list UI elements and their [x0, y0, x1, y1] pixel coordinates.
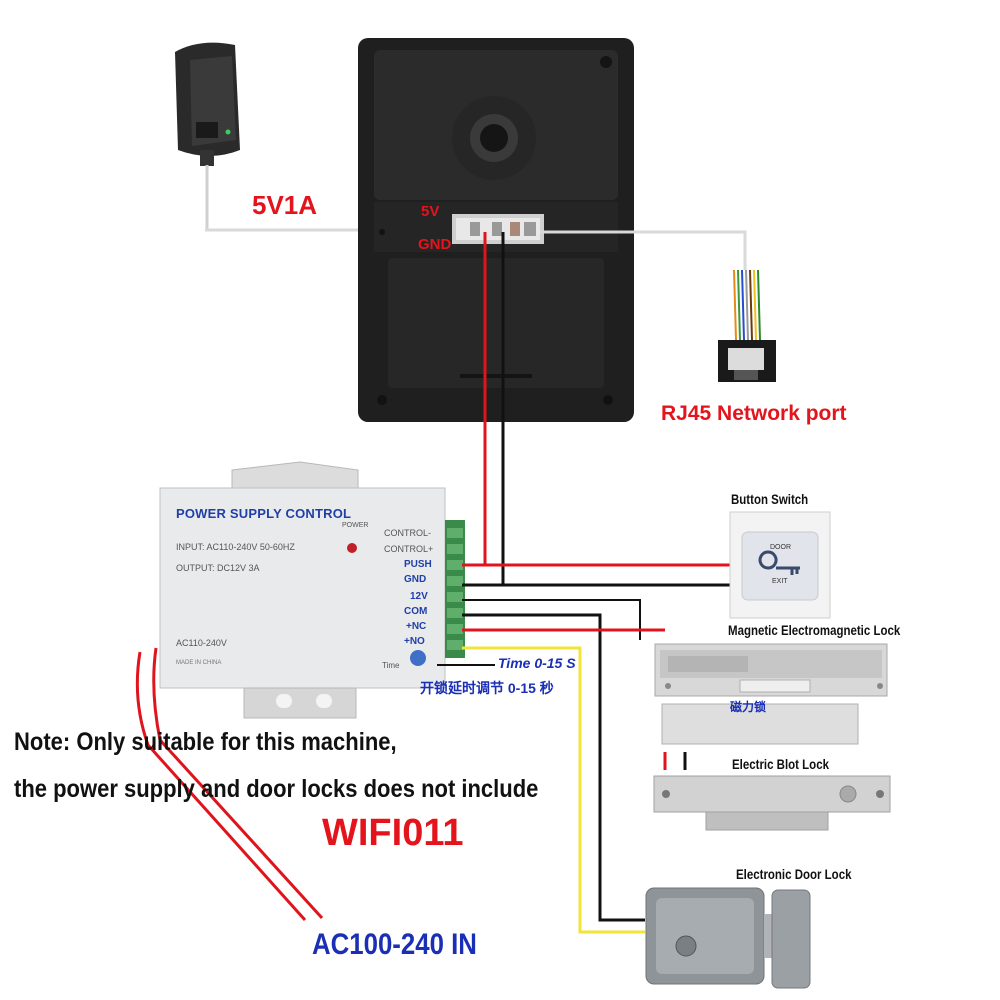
electric-bolt-lock [653, 775, 891, 831]
adapter-voltage-label: 5V1A [252, 190, 318, 220]
pin-5v-label: 5V [421, 203, 440, 220]
terminal-gnd: GND [404, 574, 427, 585]
intercom-unit [358, 38, 634, 422]
rj45-connector [718, 269, 776, 382]
power-supply-box [159, 461, 465, 719]
ac-input-label: AC100-240 IN [312, 928, 477, 961]
psu-made-in: MADE IN CHINA [176, 660, 222, 666]
button-switch-label: Button Switch [731, 491, 809, 507]
button-face-top: DOOR [770, 544, 791, 551]
psu-output-spec: OUTPUT: DC12V 3A [176, 563, 260, 573]
terminal-control-minus: CONTROL- [384, 528, 431, 538]
wire-12v [462, 599, 641, 640]
ac-wire-1 [152, 647, 324, 920]
exit-button-switch [729, 511, 831, 619]
terminal-push: PUSH [404, 559, 432, 570]
note-line-2: the power supply and door locks does not… [14, 775, 539, 803]
wire-com [462, 613, 645, 922]
psu-ac-label: AC110-240V [176, 638, 227, 648]
psu-power-label: POWER [342, 522, 369, 529]
button-face-bottom: EXIT [772, 578, 788, 585]
model-name: WIFI011 [322, 812, 464, 854]
network-cable [540, 230, 747, 270]
psu-time-label: Time [382, 661, 400, 670]
time-range-label: Time 0-15 S [498, 655, 576, 671]
wire-no-yellow [462, 646, 645, 934]
psu-input-spec: INPUT: AC110-240V 50-60HZ [176, 542, 295, 552]
mag-lock-label: Magnetic Electromagnetic Lock [728, 622, 901, 638]
rj45-label: RJ45 Network port [661, 402, 847, 425]
terminal-no: +NO [404, 636, 425, 647]
terminal-12v: 12V [410, 591, 428, 602]
bolt-lock-label: Electric Blot Lock [732, 756, 829, 772]
pin-gnd-label: GND [418, 236, 452, 253]
terminal-control-plus: CONTROL+ [384, 544, 434, 554]
door-lock-label: Electronic Door Lock [736, 866, 852, 882]
ac-wire-2 [135, 651, 307, 922]
psu-title: POWER SUPPLY CONTROL [176, 506, 352, 521]
electronic-door-lock [645, 887, 811, 989]
terminal-com: COM [404, 606, 428, 617]
terminal-nc: +NC [406, 621, 427, 632]
note-line-1: Note: Only suitable for this machine, [14, 728, 397, 756]
time-range-cn-label: 开锁延时调节 0-15 秒 [420, 680, 554, 696]
power-adapter [175, 42, 240, 230]
mag-lock-cn-label: 磁力锁 [730, 700, 767, 714]
magnetic-lock [654, 643, 888, 745]
